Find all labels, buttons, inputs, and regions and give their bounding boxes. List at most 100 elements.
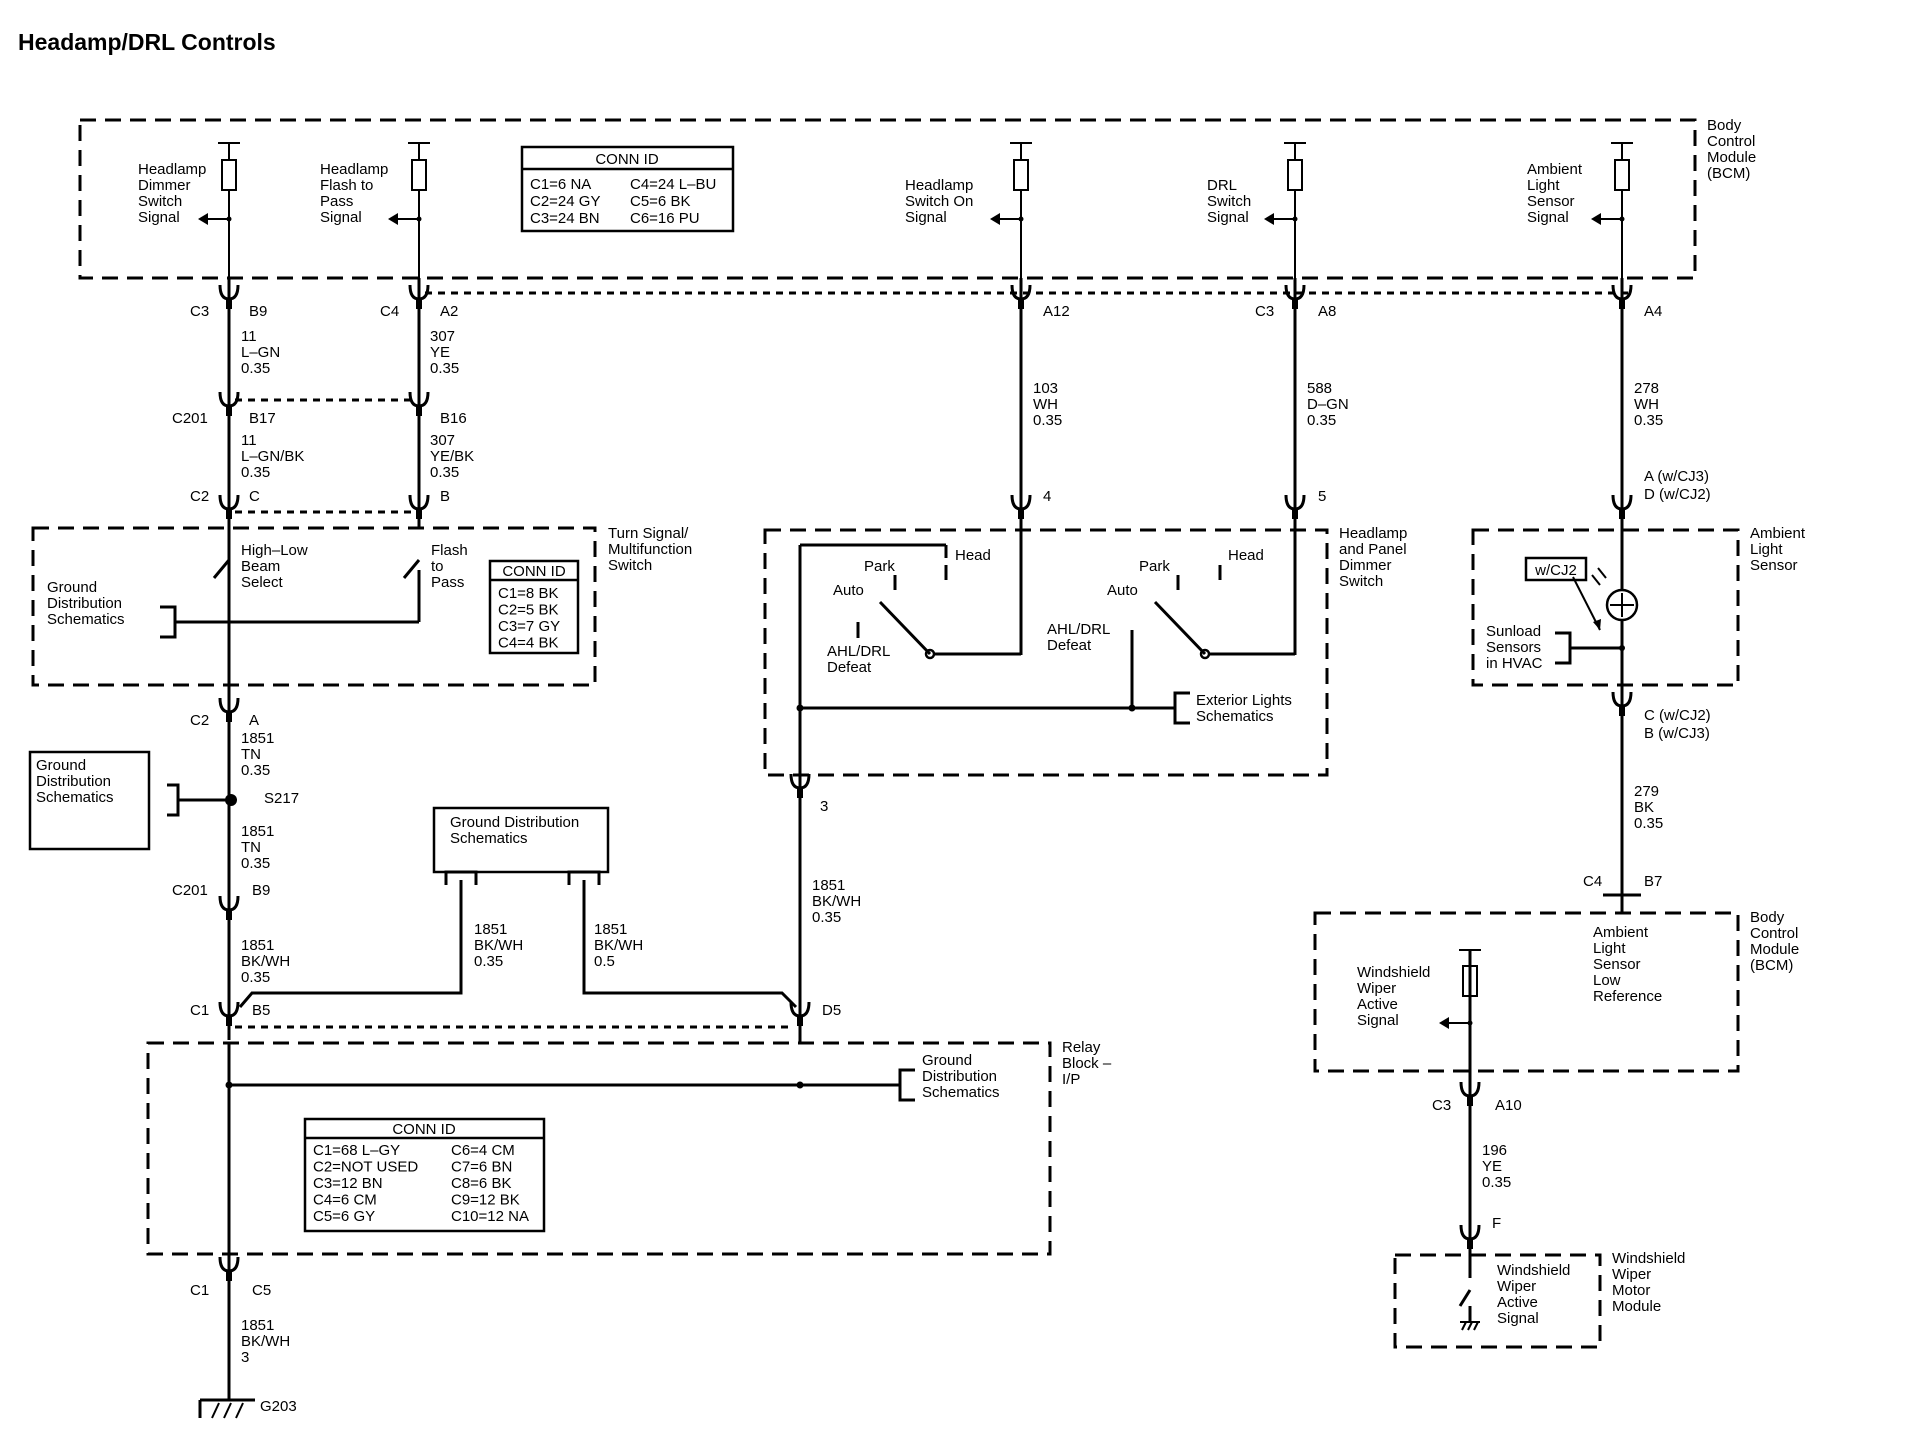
label-line: 0.5 xyxy=(594,953,615,970)
label-line: 3 xyxy=(241,1349,249,1366)
label-line: Ground xyxy=(922,1052,972,1069)
svg-text:C201: C201 xyxy=(172,410,208,427)
label-line: 0.35 xyxy=(474,953,503,970)
label-line: Wiper xyxy=(1497,1278,1536,1295)
relay-bus-node-left xyxy=(225,1081,233,1089)
label-line: 278 xyxy=(1634,380,1659,397)
table-cell: C9=12 BK xyxy=(451,1192,520,1209)
connector-glyph xyxy=(1284,284,1306,309)
label-park1: Park xyxy=(864,558,895,575)
label-line: Wiper xyxy=(1612,1266,1651,1283)
label-line: AHL/DRL xyxy=(827,643,890,660)
table-cell: C8=6 BK xyxy=(451,1175,511,1192)
table-cell: C10=12 NA xyxy=(451,1208,529,1225)
svg-text:C: C xyxy=(249,488,260,505)
connector-glyph xyxy=(218,697,240,722)
svg-text:C1: C1 xyxy=(190,1282,209,1299)
table-cell: C1=6 NA xyxy=(530,176,591,193)
svg-text:5: 5 xyxy=(1318,488,1326,505)
connector-glyph xyxy=(218,895,240,920)
label-line: BK/WH xyxy=(241,1333,290,1350)
label-line: TN xyxy=(241,746,261,763)
label-line: 196 xyxy=(1482,1142,1507,1159)
wire-label-11bk: 11L–GN/BK0.35 xyxy=(241,432,304,481)
ground-g203-symbol xyxy=(198,1398,255,1419)
svg-text:CONN ID: CONN ID xyxy=(502,563,566,580)
label-line: 0.35 xyxy=(241,969,270,986)
svg-text:A4: A4 xyxy=(1644,303,1662,320)
svg-text:A: A xyxy=(249,712,259,729)
label-line: Windshield xyxy=(1497,1262,1570,1279)
svg-text:C3: C3 xyxy=(1432,1097,1451,1114)
label-line: Ground xyxy=(47,579,97,596)
label-line: Signal xyxy=(905,209,947,226)
label-line: 1851 xyxy=(241,823,274,840)
ground-s217-box xyxy=(28,750,151,851)
label-line: High–Low xyxy=(241,542,308,559)
page-title: Headamp/DRL Controls xyxy=(18,29,276,55)
svg-text:C4: C4 xyxy=(380,303,399,320)
label-line: 1851 xyxy=(241,730,274,747)
label-line: Turn Signal/ xyxy=(608,525,689,542)
table-cell: C5=6 BK xyxy=(630,193,690,210)
label-line: Headlamp xyxy=(905,177,973,194)
label-line: L–GN/BK xyxy=(241,448,304,465)
svg-text:A12: A12 xyxy=(1043,303,1070,320)
label-line: 1851 xyxy=(812,877,845,894)
table-cell: C3=12 BN xyxy=(313,1175,383,1192)
connector-glyph xyxy=(1611,494,1633,519)
label-line: Control xyxy=(1750,925,1798,942)
label-line: BK/WH xyxy=(812,893,861,910)
table-cell: C4=6 CM xyxy=(313,1192,377,1209)
turn-signal-box xyxy=(31,526,597,687)
label-line: DRL xyxy=(1207,177,1237,194)
label-line: Ground Distribution xyxy=(450,814,579,831)
label-line: Headlamp xyxy=(1339,525,1407,542)
label-line: Flash xyxy=(431,542,468,559)
label-line: to xyxy=(431,558,444,575)
label-line: Dimmer xyxy=(138,177,191,194)
table-cell: C5=6 GY xyxy=(313,1208,375,1225)
label-line: Active xyxy=(1497,1294,1538,1311)
svg-text:B9: B9 xyxy=(249,303,267,320)
label-head1: Head xyxy=(955,547,991,564)
label-line: Exterior Lights xyxy=(1196,692,1292,709)
label-park2: Park xyxy=(1139,558,1170,575)
label-line: Multifunction xyxy=(608,541,692,558)
svg-text:C3: C3 xyxy=(190,303,209,320)
label-line: Ambient xyxy=(1593,924,1649,941)
table-cell: C3=24 BN xyxy=(530,210,600,227)
label-line: 0.35 xyxy=(1634,412,1663,429)
label-line: 588 xyxy=(1307,380,1332,397)
ambient-sensor-internals xyxy=(1555,567,1639,665)
svg-text:F: F xyxy=(1492,1215,1501,1232)
label-line: Light xyxy=(1527,177,1560,194)
label-line: 11 xyxy=(241,432,257,449)
wire-label-11: 11L–GN0.35 xyxy=(241,328,280,377)
label-line: Sensor xyxy=(1750,557,1798,574)
label-line: 307 xyxy=(430,328,455,345)
connector-glyph xyxy=(408,494,430,519)
svg-text:D5: D5 xyxy=(822,1002,841,1019)
label-line: Schematics xyxy=(36,789,114,806)
connector-glyph xyxy=(218,494,240,519)
headlamp-switch-internals xyxy=(796,503,1297,725)
label-line: Ambient xyxy=(1750,525,1806,542)
label-line: 0.35 xyxy=(241,855,270,872)
